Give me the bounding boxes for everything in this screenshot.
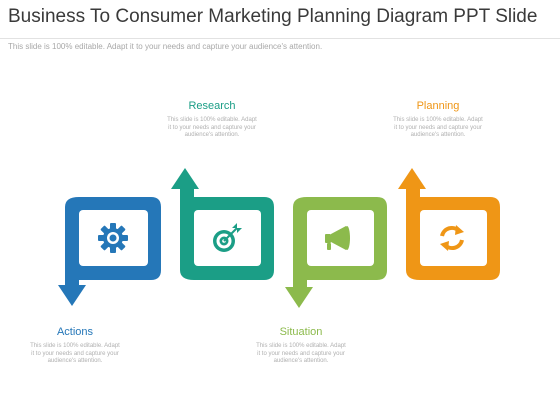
step-situation-title: Situation [279, 326, 323, 338]
step-actions: Actions This slide is 100% editable. Ada… [30, 326, 120, 366]
step-planning-text: This slide is 100% editable. Adapt it to… [393, 117, 483, 138]
step-planning-block [398, 168, 500, 280]
step-planning: Planning This slide is 100% editable. Ad… [393, 100, 483, 140]
gear-icon [98, 223, 128, 253]
title-divider [0, 38, 560, 39]
step-situation-block [285, 197, 387, 308]
step-research-text: This slide is 100% editable. Adapt it to… [167, 117, 257, 138]
step-situation-text: This slide is 100% editable. Adapt it to… [256, 343, 346, 364]
step-research-title: Research [188, 100, 236, 112]
step-planning-title: Planning [416, 100, 460, 112]
step-actions-text: This slide is 100% editable. Adapt it to… [30, 343, 120, 364]
megaphone-icon [325, 226, 350, 250]
slide-subtitle: This slide is 100% editable. Adapt it to… [8, 42, 323, 51]
refresh-icon [440, 225, 464, 251]
step-actions-block [58, 197, 161, 306]
step-situation: Situation This slide is 100% editable. A… [256, 326, 346, 366]
step-research-block [171, 168, 274, 280]
step-research: Research This slide is 100% editable. Ad… [167, 100, 257, 140]
step-actions-title: Actions [56, 326, 94, 338]
slide-title: Business To Consumer Marketing Planning … [8, 6, 538, 27]
target-icon [213, 223, 242, 252]
